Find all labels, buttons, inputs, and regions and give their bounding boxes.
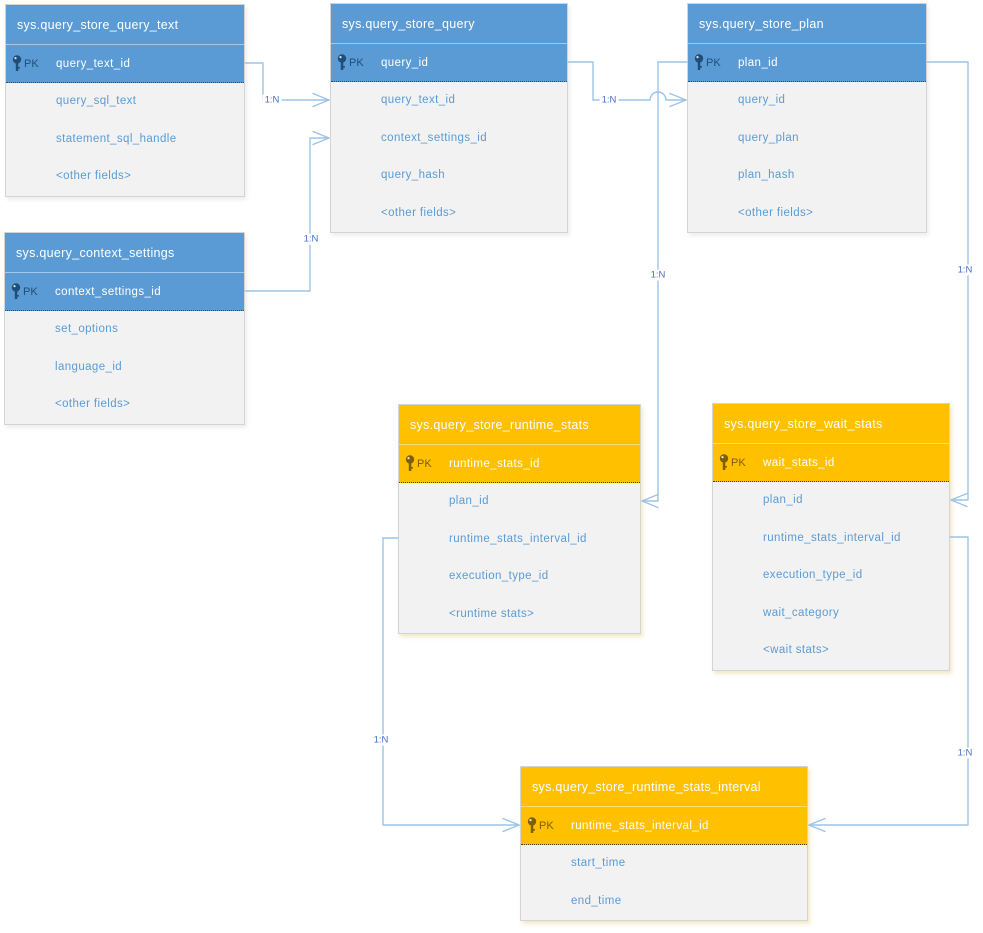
field-row: execution_type_id (449, 570, 549, 582)
pk-badge: PK (349, 56, 364, 69)
field-row: set_options (55, 323, 119, 335)
primary-key-row: PK runtime_stats_id (399, 445, 640, 483)
field-row: query_sql_text (56, 95, 137, 107)
primary-key-row: PK plan_id (688, 44, 926, 82)
pk-field-name: context_settings_id (55, 285, 162, 298)
pk-field-name: wait_stats_id (763, 456, 835, 469)
pk-badge: PK (417, 457, 432, 470)
table-title: sys.query_store_plan (688, 4, 926, 44)
table-title: sys.query_store_runtime_stats_interval (521, 767, 807, 807)
connector-query-text-to-query (244, 62, 330, 108)
key-icon (12, 55, 23, 72)
table-query-store-wait-stats[interactable]: sys.query_store_wait_stats PK wait_stats… (712, 403, 950, 671)
table-body: query_text_id context_settings_id query_… (331, 82, 567, 232)
key-icon (527, 817, 538, 834)
field-row: query_id (738, 94, 786, 106)
table-query-store-plan[interactable]: sys.query_store_plan PK plan_id query_id… (687, 3, 927, 233)
field-row: execution_type_id (763, 569, 863, 581)
table-query-context-settings[interactable]: sys.query_context_settings PK context_se… (4, 232, 245, 425)
table-body: query_id query_plan plan_hash <other fie… (688, 82, 926, 232)
key-icon (694, 54, 705, 71)
field-row: <other fields> (738, 206, 814, 219)
pk-field-name: query_text_id (56, 57, 131, 70)
field-row: <runtime stats> (449, 607, 535, 620)
cardinality-label: 1:N (262, 94, 282, 106)
primary-key-row: PK query_text_id (6, 45, 244, 83)
key-icon (11, 283, 22, 300)
pk-badge: PK (539, 819, 554, 832)
pk-badge: PK (706, 56, 721, 69)
table-title: sys.query_store_query (331, 4, 567, 44)
table-body: set_options language_id <other fields> (5, 311, 244, 424)
cardinality-label: 1:N (955, 264, 975, 276)
pk-badge: PK (731, 456, 746, 469)
pk-field-name: runtime_stats_interval_id (571, 819, 709, 832)
primary-key-row: PK context_settings_id (5, 273, 244, 311)
table-query-store-query-text[interactable]: sys.query_store_query_text PK query_text… (5, 4, 245, 197)
field-row: plan_id (763, 494, 803, 506)
primary-key-row: PK runtime_stats_interval_id (521, 807, 807, 845)
field-row: statement_sql_handle (56, 132, 177, 145)
connector-plan-to-runtime-stats (641, 61, 688, 509)
table-title: sys.query_context_settings (5, 233, 244, 273)
field-row: query_text_id (381, 94, 456, 106)
field-row: context_settings_id (381, 131, 488, 144)
table-body: start_time end_time (521, 845, 807, 920)
field-row: plan_id (449, 495, 489, 507)
field-row: query_hash (381, 169, 446, 181)
field-row: language_id (55, 360, 123, 373)
table-query-store-runtime-stats-interval[interactable]: sys.query_store_runtime_stats_interval P… (520, 766, 808, 921)
table-body: plan_id runtime_stats_interval_id execut… (399, 483, 640, 633)
field-row: <wait stats> (763, 644, 830, 656)
field-row: <other fields> (56, 170, 132, 182)
table-title: sys.query_store_query_text (6, 5, 244, 45)
pk-field-name: runtime_stats_id (449, 457, 540, 470)
key-icon (405, 455, 416, 472)
field-row: <other fields> (55, 398, 131, 410)
pk-badge: PK (23, 285, 38, 298)
table-title: sys.query_store_runtime_stats (399, 405, 640, 445)
cardinality-label: 1:N (371, 734, 391, 746)
primary-key-row: PK wait_stats_id (713, 444, 949, 482)
field-row: runtime_stats_interval_id (449, 532, 587, 545)
field-row: end_time (571, 894, 622, 907)
field-row: wait_category (763, 606, 840, 619)
connector-context-settings-to-query (244, 130, 330, 292)
cardinality-label: 1:N (955, 747, 975, 759)
pk-field-name: plan_id (738, 56, 778, 69)
table-body: plan_id runtime_stats_interval_id execut… (713, 482, 949, 670)
table-body: query_sql_text statement_sql_handle <oth… (6, 83, 244, 196)
table-query-store-runtime-stats[interactable]: sys.query_store_runtime_stats PK runtime… (398, 404, 641, 634)
field-row: runtime_stats_interval_id (763, 531, 901, 544)
table-title: sys.query_store_wait_stats (713, 404, 949, 444)
key-icon (719, 454, 730, 471)
field-row: <other fields> (381, 206, 457, 219)
field-row: plan_hash (738, 169, 795, 181)
cardinality-label: 1:N (599, 94, 619, 106)
key-icon (337, 54, 348, 71)
pk-field-name: query_id (381, 56, 429, 69)
cardinality-label: 1:N (301, 233, 321, 245)
pk-badge: PK (24, 57, 39, 70)
table-query-store-query[interactable]: sys.query_store_query PK query_id query_… (330, 3, 568, 233)
connector-query-to-plan (567, 61, 687, 108)
primary-key-row: PK query_id (331, 44, 567, 82)
field-row: start_time (571, 857, 626, 869)
cardinality-label: 1:N (648, 269, 668, 281)
field-row: query_plan (738, 131, 799, 144)
